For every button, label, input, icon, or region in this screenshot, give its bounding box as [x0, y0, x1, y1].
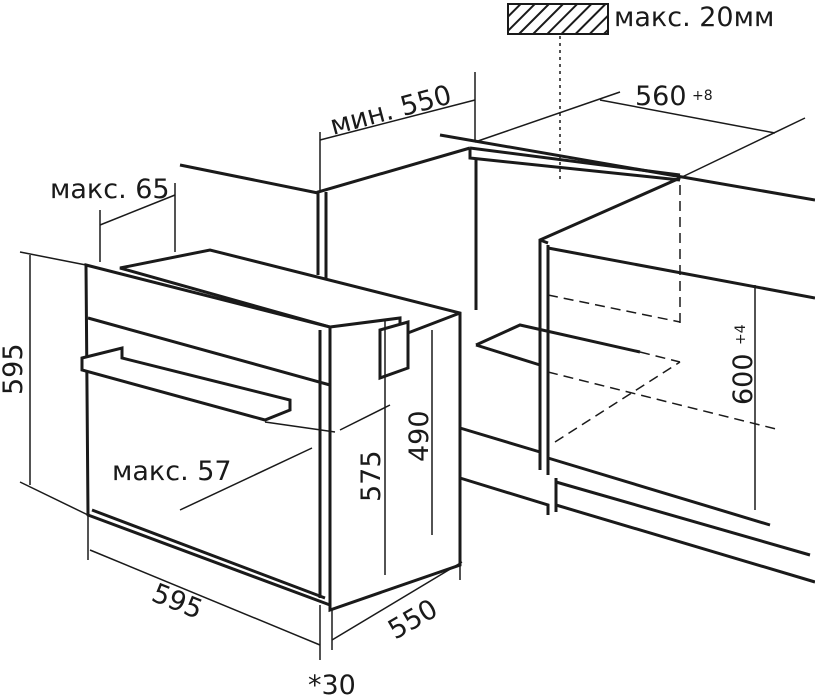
svg-text:600: 600: [728, 353, 759, 405]
hatched-gap-marker: [507, 3, 609, 35]
svg-text:макс. 57: макс. 57: [112, 456, 232, 487]
footnote: *30: [308, 670, 356, 698]
dim-niche-height: 600 +4: [728, 285, 759, 510]
oven-handle: [80, 346, 292, 422]
svg-text:+4: +4: [733, 324, 749, 345]
svg-text:595: 595: [0, 343, 29, 395]
label-max-gap: макс. 20мм: [614, 2, 774, 33]
svg-text:мин. 550: мин. 550: [327, 80, 455, 142]
dim-niche-width: 560 +8: [474, 81, 806, 179]
dim-handle-depth: макс. 57: [112, 404, 391, 511]
svg-text:560: 560: [635, 81, 687, 112]
svg-text:макс. 65: макс. 65: [50, 174, 170, 205]
svg-text:595: 595: [147, 578, 206, 626]
cabinet: [179, 133, 815, 584]
svg-text:490: 490: [404, 410, 435, 462]
svg-text:550: 550: [383, 593, 443, 646]
dim-575: 575: [356, 320, 387, 575]
dim-490: 490: [404, 330, 435, 535]
svg-text:575: 575: [356, 450, 387, 502]
svg-text:+8: +8: [692, 88, 713, 104]
dim-oven-height: 595: [0, 251, 89, 516]
dim-max-protrusion: макс. 65: [50, 174, 176, 262]
dim-min-depth: мин. 550: [319, 72, 476, 192]
